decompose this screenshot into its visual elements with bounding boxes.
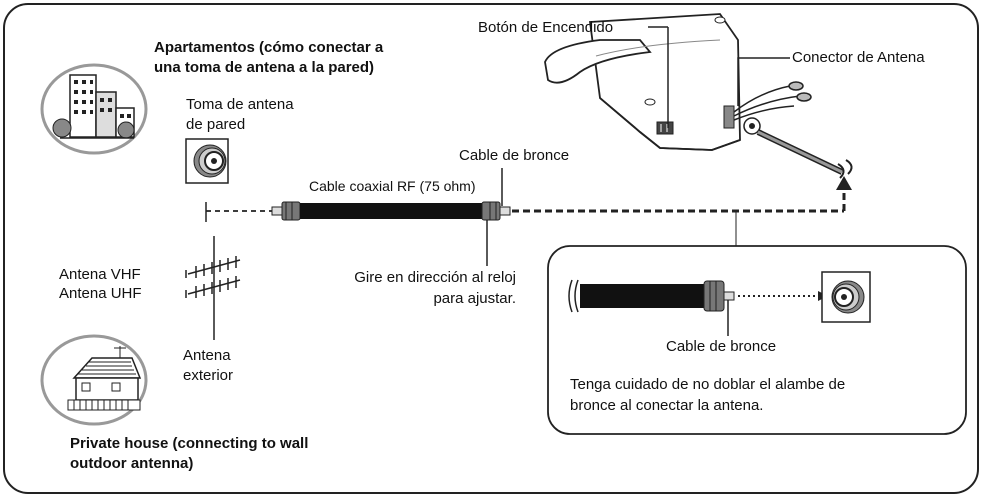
cable-to-connector-dashes — [512, 176, 852, 213]
outer-frame — [3, 3, 979, 494]
inset-brass-cable-label: Cable de bronce — [666, 338, 777, 355]
tv-cables — [733, 81, 812, 121]
coaxial-cable — [271, 201, 511, 221]
apartment-building-icon — [40, 63, 148, 155]
wall-jack-label-line2: de pared — [186, 116, 246, 133]
antenna-connector-plug — [743, 117, 853, 179]
house-heading-line2: outdoor antenna) — [70, 455, 194, 472]
coax-cable-label: Cable coaxial RF (75 ohm) — [309, 178, 476, 194]
inset-caution-line1: Tenga cuidado de no doblar el alambe de — [570, 376, 846, 393]
antenna-type-vhf: Antena VHF — [59, 266, 141, 283]
house-icon — [40, 334, 148, 426]
brass-cable-label: Cable de bronce — [459, 147, 570, 164]
wall-antenna-jack — [185, 138, 229, 184]
wall-jack-label-line1: Toma de antena — [186, 96, 294, 113]
power-button-label: Botón de Encendido — [478, 19, 614, 36]
rotate-instruction-line2: para ajustar. — [433, 290, 516, 307]
antenna-type-uhf: Antena UHF — [59, 285, 142, 302]
apartment-heading-line2: una toma de antena a la pared) — [154, 59, 375, 76]
inset-caution-line2: bronce al conectar la antena. — [570, 397, 764, 414]
apartment-heading-line1: Apartamentos (cómo conectar a — [154, 39, 384, 56]
tv-device — [544, 13, 741, 151]
house-heading-line1: Private house (connecting to wall — [70, 435, 309, 452]
antenna-connector-label: Conector de Antena — [792, 49, 925, 66]
outdoor-antenna-label-line2: exterior — [183, 367, 234, 384]
rotate-instruction-line1: Gire en dirección al reloj — [354, 269, 516, 286]
outdoor-antenna-icon — [185, 252, 241, 340]
outdoor-antenna-label-line1: Antena — [183, 347, 231, 364]
inset-cable-detail — [568, 271, 871, 323]
